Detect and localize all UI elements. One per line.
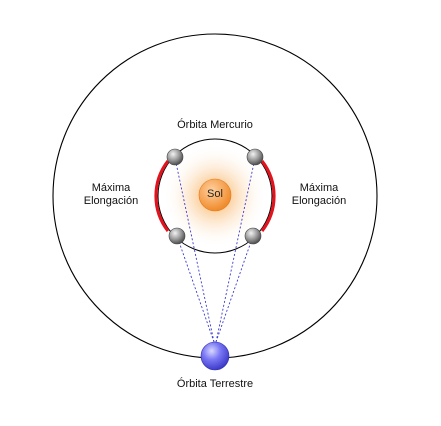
sightline xyxy=(215,157,256,343)
max-elongation-left-line2: Elongación xyxy=(83,195,139,207)
sun xyxy=(198,178,232,212)
sightline xyxy=(174,157,215,343)
max-elongation-left-line1: Máxima xyxy=(91,182,131,194)
mercury-planet xyxy=(246,148,264,166)
sun-label: Sol xyxy=(207,188,223,200)
mercury-orbit-label: Órbita Mercurio xyxy=(177,119,253,131)
mercury-planet xyxy=(168,227,186,245)
mercury-planet xyxy=(166,148,184,166)
max-elongation-left-label: Máxima Elongación xyxy=(66,182,156,208)
elongation-arc-left xyxy=(154,160,170,232)
sightline xyxy=(176,235,215,343)
mercury-planet xyxy=(244,227,262,245)
earth-orbit-label: Órbita Terrestre xyxy=(176,378,254,390)
mercury-orbit xyxy=(157,138,273,254)
earth-planet xyxy=(200,341,230,371)
elongation-arc-right xyxy=(260,160,276,232)
sightlines xyxy=(174,157,256,343)
max-elongation-right-label: Máxima Elongación xyxy=(274,182,364,208)
max-elongation-right-line1: Máxima xyxy=(299,182,339,194)
max-elongation-right-line2: Elongación xyxy=(291,195,347,207)
sightline xyxy=(215,235,254,343)
